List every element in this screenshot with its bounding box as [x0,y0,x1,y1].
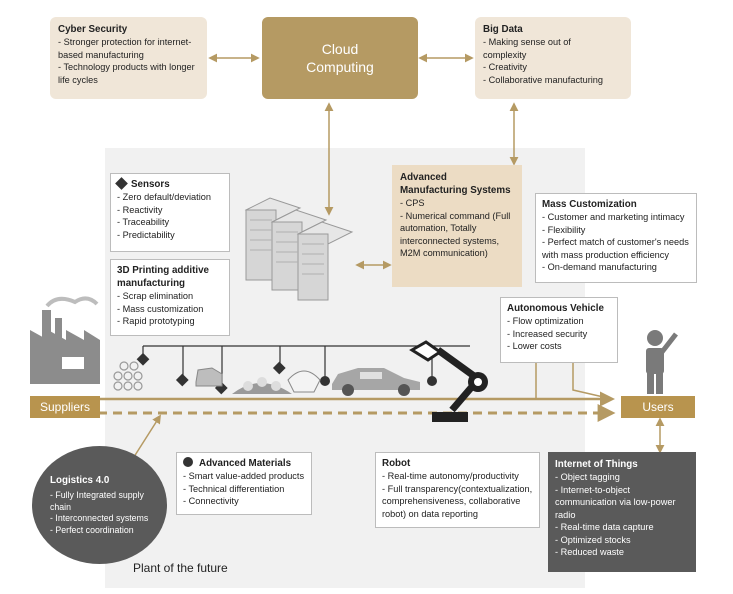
sensors-list: Zero default/deviation Reactivity Tracea… [117,191,223,241]
autonomous-vehicle-title: Autonomous Vehicle [507,303,604,314]
list-item: Rapid prototyping [117,315,223,328]
circle-icon [183,457,193,467]
advanced-materials-list: Smart value-added products Technical dif… [183,470,305,508]
list-item: Technology products with longer life cyc… [58,61,199,86]
list-item: Lower costs [507,340,611,353]
advanced-manufacturing-list: CPS Numerical command (Full automation, … [400,197,514,260]
list-item: Making sense out of complexity [483,36,593,61]
list-item: Perfect coordination [50,525,162,537]
logistics-list: Fully Integrated supply chain Interconne… [50,490,162,536]
sensors-title: Sensors [131,179,170,190]
advanced-materials-title: Advanced Materials [199,458,292,469]
list-item: Creativity [483,61,623,74]
internet-of-things-title: Internet of Things [555,459,638,470]
factory-icon [30,296,100,384]
connector-markers [136,352,437,395]
logistics-title: Logistics 4.0 [50,475,110,486]
list-item: Customer and marketing intimacy [542,211,690,224]
dashboard-icon [232,377,292,394]
parts-icon [113,361,143,391]
arrow-logistics [131,414,161,461]
users-label: Users [642,400,674,414]
list-item: Fully Integrated supply chain [50,490,162,513]
list-item: Internet-to-object communication via low… [555,484,689,522]
cloud-computing-box: Cloud Computing [262,17,418,99]
big-data-list: Making sense out of complexity Creativit… [483,36,623,86]
robot-list: Real-time autonomy/productivity Full tra… [382,470,533,520]
list-item: Predictability [117,229,223,242]
user-person-icon [646,330,678,394]
robot-arm-icon [409,340,488,422]
diamond-icon [115,177,128,190]
plant-of-future-label: Plant of the future [133,561,228,575]
autonomous-vehicle-list: Flow optimization Increased security Low… [507,315,611,353]
internet-of-things-box: Internet of Things Object tagging Intern… [548,452,696,572]
list-item: Full transparency(contextualization, com… [382,483,533,521]
sensors-box: Sensors Zero default/deviation Reactivit… [110,173,230,252]
robot-box: Robot Real-time autonomy/productivity Fu… [375,452,540,528]
list-item: Perfect match of customer's needs with m… [542,236,690,261]
av-vertical-line [572,363,613,400]
list-item: Zero default/deviation [117,191,223,204]
mass-customization-title: Mass Customization [542,199,637,210]
big-data-title: Big Data [483,24,523,35]
list-item: Optimized stocks [555,534,689,547]
list-item: Flexibility [542,224,690,237]
car-icon [332,368,420,396]
robot-title: Robot [382,458,411,469]
cyber-security-title: Cyber Security [58,24,128,35]
suppliers-label: Suppliers [39,400,91,414]
list-item: Reactivity [117,204,223,217]
list-item: Interconnected systems [50,513,162,525]
list-item: Technical differentiation [183,483,305,496]
windshield-icon [287,370,321,393]
cyber-security-list: Stronger protection for internet-based m… [58,36,199,86]
list-item: Object tagging [555,471,689,484]
list-item: Increased security [507,328,611,341]
list-item: Smart value-added products [183,470,305,483]
advanced-manufacturing-title: Advanced Manufacturing Systems [400,172,511,196]
advanced-materials-box: Advanced Materials Smart value-added pro… [176,452,312,515]
cloud-computing-label: Cloud Computing [306,41,374,75]
list-item: Scrap elimination [117,290,223,303]
list-item: Stronger protection for internet-based m… [58,36,199,61]
list-item: Mass customization [117,303,223,316]
list-item: Reduced waste [555,546,689,559]
list-item: CPS [400,197,514,210]
suppliers-label-box: Suppliers [30,396,100,418]
mass-customization-list: Customer and marketing intimacy Flexibil… [542,211,690,274]
internet-of-things-list: Object tagging Internet-to-object commun… [555,471,689,559]
mass-customization-box: Mass Customization Customer and marketin… [535,193,697,283]
list-item: Real-time data capture [555,521,689,534]
autonomous-vehicle-box: Autonomous Vehicle Flow optimization Inc… [500,297,618,363]
car-part-icon [195,367,223,387]
logistics-circle: Logistics 4.0 Fully Integrated supply ch… [32,446,167,564]
advanced-manufacturing-box: Advanced Manufacturing Systems CPS Numer… [392,165,522,287]
3d-printing-list: Scrap elimination Mass customization Rap… [117,290,223,328]
cyber-security-box: Cyber Security Stronger protection for i… [50,17,207,99]
list-item: Traceability [117,216,223,229]
list-item: Flow optimization [507,315,611,328]
list-item: Connectivity [183,495,305,508]
list-item: Numerical command (Full automation, Tota… [400,210,514,260]
3d-printing-box: 3D Printing additive manufacturing Scrap… [110,259,230,336]
list-item: On-demand manufacturing [542,261,690,274]
big-data-box: Big Data Making sense out of complexity … [475,17,631,99]
users-label-box: Users [621,396,695,418]
server-icon [244,197,354,301]
3d-printing-title: 3D Printing additive manufacturing [117,265,209,289]
list-item: Collaborative manufacturing [483,74,623,87]
list-item: Real-time autonomy/productivity [382,470,533,483]
